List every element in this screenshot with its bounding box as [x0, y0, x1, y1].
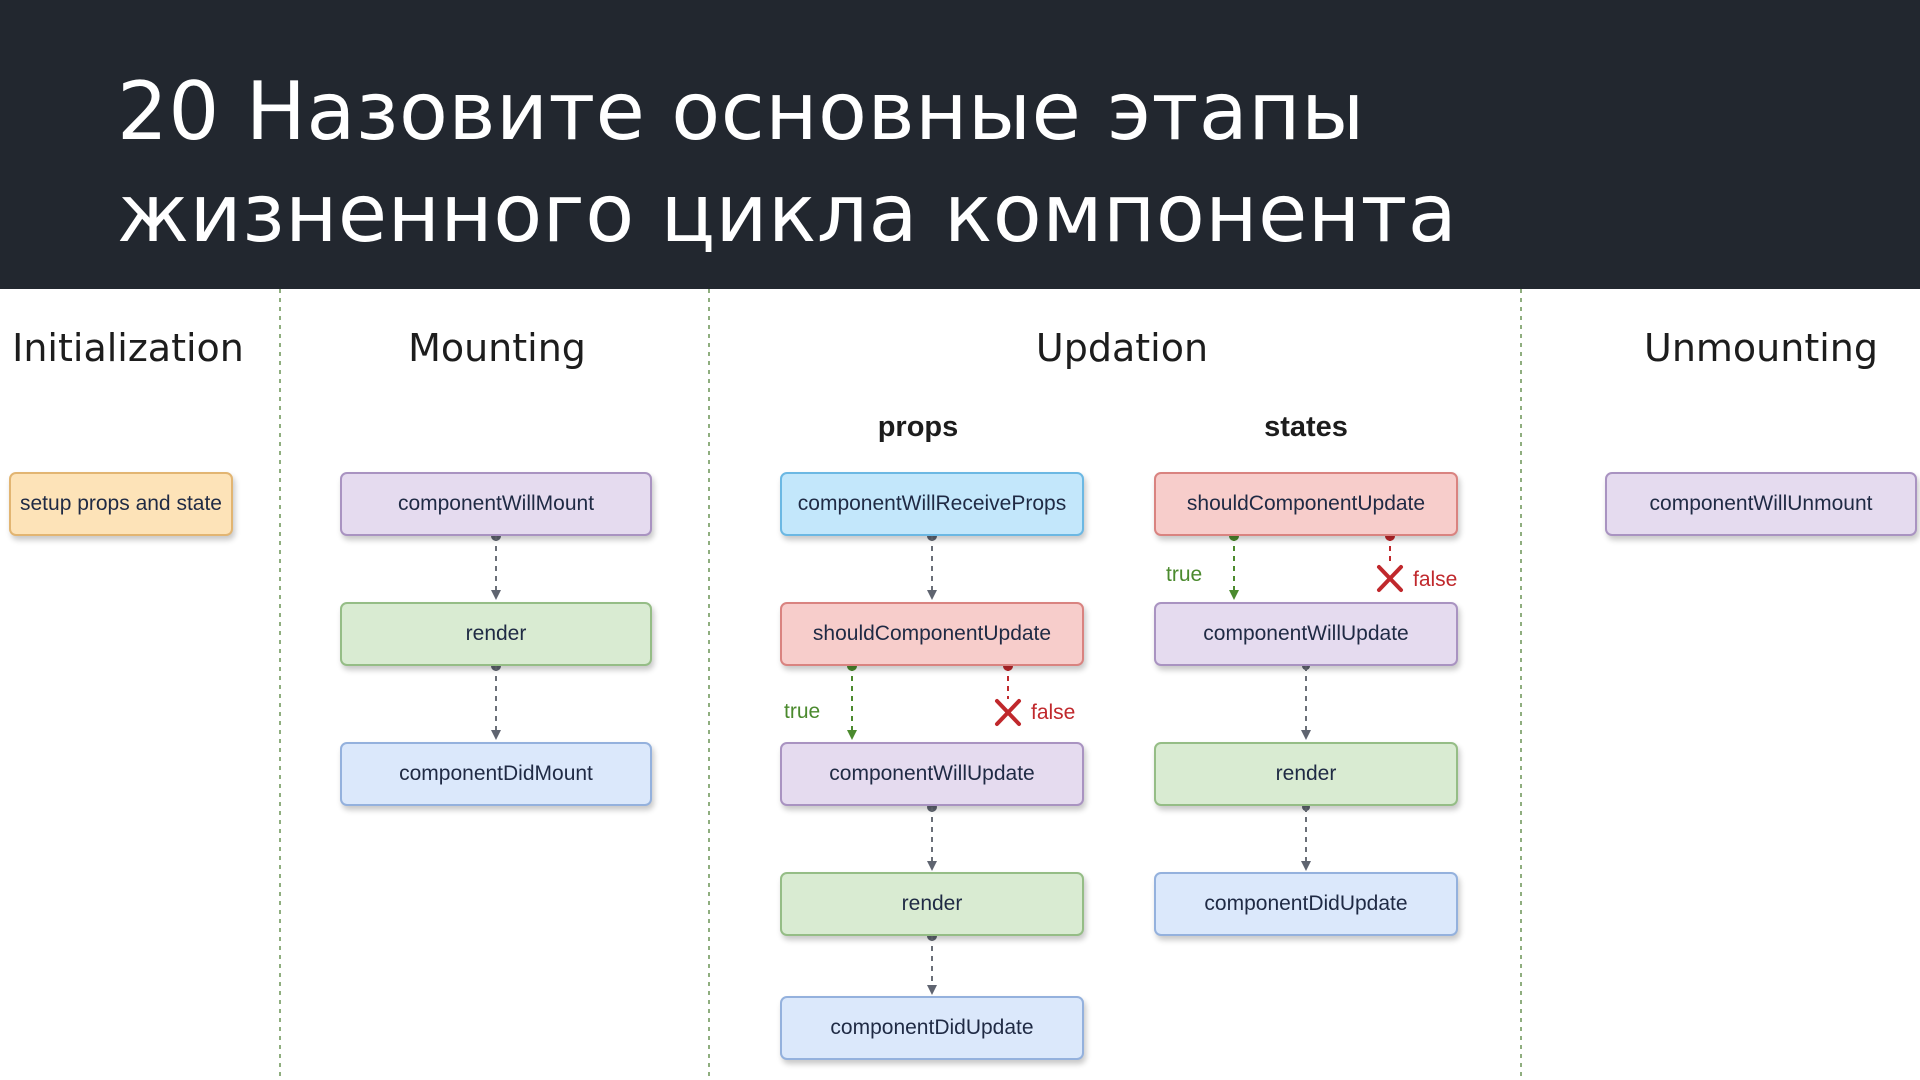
phase-title-mounting: Mounting	[408, 326, 586, 370]
states-true-connector	[1229, 531, 1239, 600]
diagram-connectors	[279, 289, 1522, 1080]
states-false-connector	[1385, 531, 1395, 565]
node-states-component-will-update: componentWillUpdate	[1154, 602, 1458, 666]
states-connector-2	[1301, 662, 1311, 740]
states-false-label: false	[1413, 568, 1458, 591]
node-unmounting-component-will-unmount: componentWillUnmount	[1605, 472, 1917, 536]
props-false-label: false	[1031, 701, 1076, 724]
node-states-should-component-update: shouldComponentUpdate	[1154, 472, 1458, 536]
props-true-connector	[847, 661, 857, 740]
node-setup-props-and-state: setup props and state	[9, 472, 233, 536]
states-connector-3	[1301, 803, 1311, 871]
slide-title-line-2: жизненного цикла компонента	[117, 167, 1458, 260]
node-props-component-will-update: componentWillUpdate	[780, 742, 1084, 806]
sublabel-props: props	[877, 411, 959, 443]
phase-title-updation: Updation	[1035, 326, 1209, 370]
slide-header: 20 Назовите основные этапы жизненного ци…	[0, 0, 1920, 289]
node-mounting-component-will-mount: componentWillMount	[340, 472, 652, 536]
sublabel-states: states	[1264, 411, 1348, 443]
mounting-connector-1	[491, 531, 501, 600]
node-props-render: render	[780, 872, 1084, 936]
phase-title-unmounting: Unmounting	[1644, 326, 1878, 370]
lifecycle-diagram: Initialization Mounting Updation Unmount…	[0, 289, 1920, 1080]
node-props-component-will-receive-props: componentWillReceiveProps	[780, 472, 1084, 536]
props-connector-3	[927, 802, 937, 871]
slide-title-line-1: 20 Назовите основные этапы	[117, 65, 1365, 158]
node-props-component-did-update: componentDidUpdate	[780, 996, 1084, 1060]
node-mounting-component-did-mount: componentDidMount	[340, 742, 652, 806]
node-props-should-component-update: shouldComponentUpdate	[780, 602, 1084, 666]
props-false-cross-icon	[995, 699, 1021, 726]
props-true-label: true	[784, 700, 821, 723]
props-connector-4	[927, 931, 937, 995]
mounting-connector-2	[491, 661, 501, 740]
states-false-cross-icon	[1377, 565, 1403, 592]
node-states-render: render	[1154, 742, 1458, 806]
phase-title-initialization: Initialization	[12, 326, 244, 370]
states-true-label: true	[1166, 563, 1203, 586]
props-connector-1	[927, 531, 937, 600]
node-mounting-render: render	[340, 602, 652, 666]
props-false-connector	[1003, 661, 1013, 699]
node-states-component-did-update: componentDidUpdate	[1154, 872, 1458, 936]
